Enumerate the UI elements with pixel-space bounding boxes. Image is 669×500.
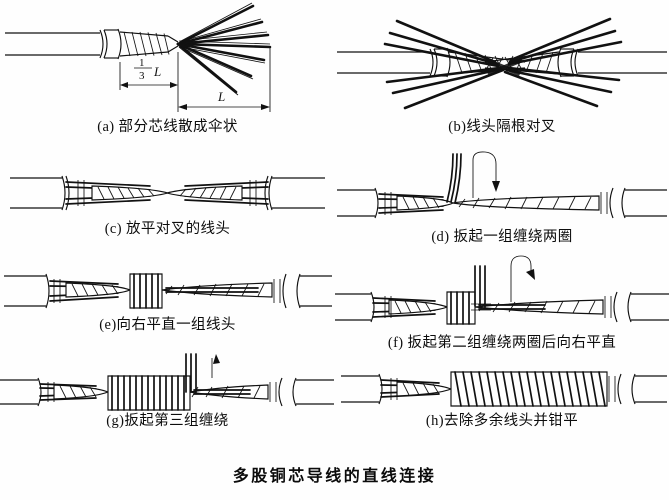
panel-h-caption: (h)去除多余线头并钳平 xyxy=(425,413,579,429)
panel-e-illustration xyxy=(4,273,332,309)
panel-a: 1 3 L L (a) 部分芯线散成伞状 xyxy=(0,0,335,146)
panel-b-caption: (b)线头隔根对叉 xyxy=(448,119,556,135)
figure-title: 多股铜芯导线的直线连接 xyxy=(232,468,437,485)
panel-f-illustration xyxy=(335,255,669,325)
panel-h-illustration xyxy=(341,371,667,407)
panel-c-caption: (c) 放平对叉的线头 xyxy=(104,221,231,237)
panel-d-caption: (d) 扳起一组缠绕两圈 xyxy=(431,229,573,245)
panel-c: (c) 放平对叉的线头 xyxy=(0,160,335,246)
panel-g-caption: (g)扳起第三组缠绕 xyxy=(106,413,229,429)
svg-text:1: 1 xyxy=(139,57,145,69)
svg-text:L: L xyxy=(153,64,161,79)
panel-f: (f) 扳起第二组缠绕两圈后向右平直 xyxy=(335,252,669,351)
panel-e-caption: (e)向右平直一组线头 xyxy=(99,317,236,333)
panel-c-illustration xyxy=(10,175,325,211)
panel-f-caption: (f) 扳起第二组缠绕两圈后向右平直 xyxy=(387,335,617,351)
panel-h: (h)去除多余线头并钳平 xyxy=(335,352,669,436)
panel-d-illustration xyxy=(337,151,667,219)
svg-text:L: L xyxy=(217,89,225,104)
panel-b: (b)线头隔根对叉 xyxy=(335,0,669,146)
panel-a-caption: (a) 部分芯线散成伞状 xyxy=(97,119,238,135)
panel-g-illustration xyxy=(0,353,334,411)
panel-e: (e)向右平直一组线头 xyxy=(0,262,335,344)
svg-text:3: 3 xyxy=(139,70,145,82)
panel-d: (d) 扳起一组缠绕两圈 xyxy=(335,150,669,246)
panel-b-illustration xyxy=(337,17,667,110)
panel-a-illustration: 1 3 L L xyxy=(5,2,272,112)
panel-g: (g)扳起第三组缠绕 xyxy=(0,352,335,436)
